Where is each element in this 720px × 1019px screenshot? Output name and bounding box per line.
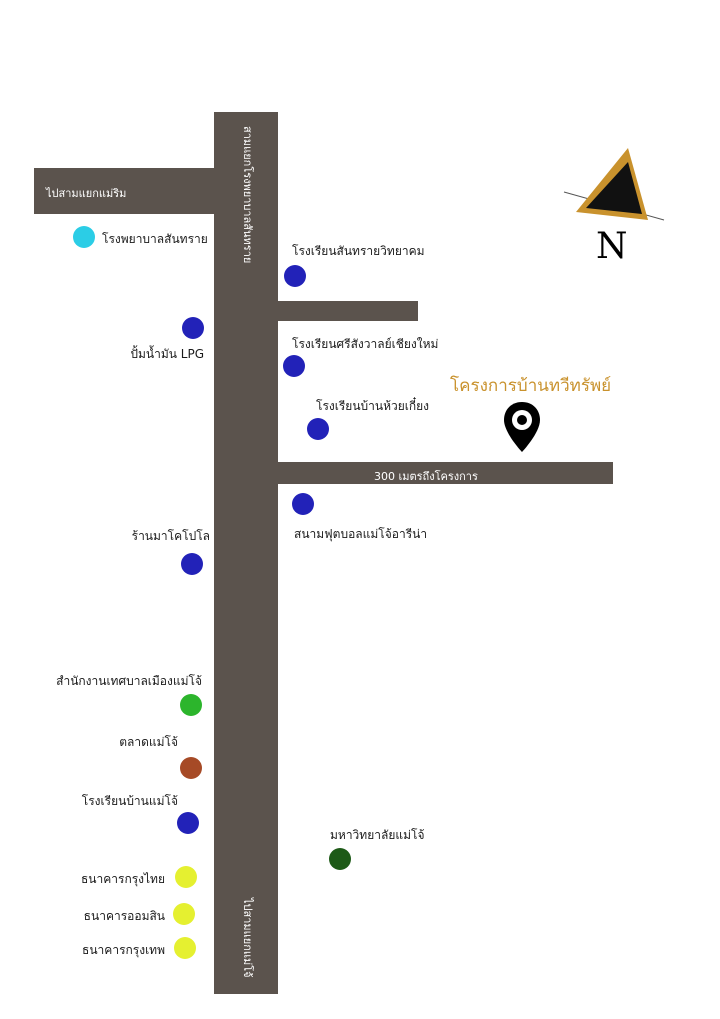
place-label-maejo-university: มหาวิทยาลัยแม่โจ้ (330, 828, 425, 842)
north-letter: N (596, 226, 628, 267)
place-label-krungthai-bank: ธนาคารกรุงไทย (80, 872, 165, 886)
main-road-vertical (214, 112, 278, 994)
place-dot-san-sai-hospital[interactable] (73, 226, 95, 248)
place-label-maejo-municipality: สำนักงานเทศบาลเมืองแม่โจ้ (56, 674, 202, 688)
map-pin-icon[interactable] (502, 400, 542, 454)
place-label-srisangwan-school: โรงเรียนศรีสังวาลย์เชียงใหม่ (292, 337, 439, 351)
place-dot-maejo-municipality[interactable] (180, 694, 202, 716)
place-label-ban-maejo-school: โรงเรียนบ้านแม่โจ้ (81, 794, 178, 808)
place-dot-makro[interactable] (181, 553, 203, 575)
place-label-bangkok-bank: ธนาคารกรุงเทพ (82, 943, 165, 957)
place-dot-srisangwan-school[interactable] (283, 355, 305, 377)
place-dot-san-sai-wittayakom[interactable] (284, 265, 306, 287)
project-road (270, 462, 613, 484)
place-dot-maejo-university[interactable] (329, 848, 351, 870)
place-label-makro: ร้านมาโคโปโล (131, 529, 210, 543)
place-label-maejo-arena: สนามฟุตบอลแม่โจ้อารีน่า (294, 527, 428, 541)
place-dot-lpg-station[interactable] (182, 317, 204, 339)
place-label-lpg-station: ปั้มน้ำมัน LPG (130, 347, 204, 361)
place-dot-ban-maejo-school[interactable] (177, 812, 199, 834)
road-label-mae-jo: ไปสามแยกแม่โจ้ (241, 898, 254, 978)
side-road-right (270, 301, 418, 321)
place-dot-bangkok-bank[interactable] (174, 937, 196, 959)
project-title: โครงการบ้านทวีทรัพย์ (450, 376, 612, 396)
place-label-maejo-market: ตลาดแม่โจ้ (119, 735, 178, 749)
place-label-san-sai-wittayakom: โรงเรียนสันทรายวิทยาคม (292, 244, 425, 258)
north-arrow-icon (563, 148, 665, 221)
place-dot-gsb-bank[interactable] (173, 903, 195, 925)
place-label-gsb-bank: ธนาคารออมสิน (83, 909, 165, 923)
road-label-mae-rim: ไปสามแยกแม่ริม (46, 187, 127, 200)
road-label-project-distance: 300 เมตรถึงโครงการ (374, 470, 478, 483)
place-dot-maejo-arena[interactable] (292, 493, 314, 515)
place-dot-maejo-market[interactable] (180, 757, 202, 779)
place-dot-huai-kiang-school[interactable] (307, 418, 329, 440)
place-label-san-sai-hospital: โรงพยาบาลสันทราย (102, 232, 208, 246)
place-label-huai-kiang-school: โรงเรียนบ้านห้วยเกี๋ยง (316, 399, 430, 413)
road-label-main: สามแยกโรงพยาบาลสันทราย (241, 126, 254, 264)
place-dot-krungthai-bank[interactable] (175, 866, 197, 888)
road-to-mae-rim (34, 168, 224, 214)
